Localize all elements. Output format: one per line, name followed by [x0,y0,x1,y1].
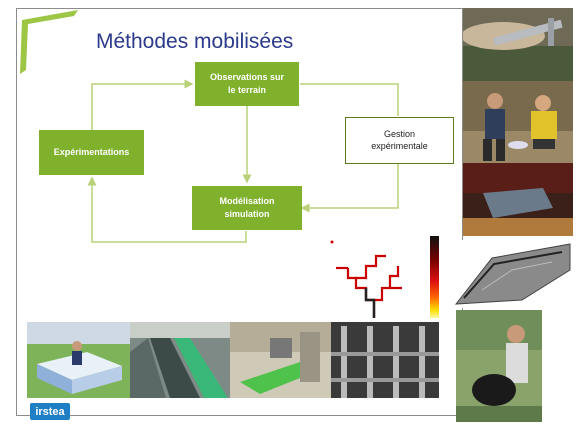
legend-colorbar [430,236,439,318]
node-observations: Observations sur le terrain [195,62,299,106]
terrain-3d-model-image [452,240,573,308]
node-experimentations-label: Expérimentations [53,146,130,157]
node-experimentations: Expérimentations [39,130,144,175]
lab-structure-photo [331,322,439,398]
field-workers-photo [463,81,573,163]
node-gestion: Gestion expérimentale [345,117,454,164]
node-gestion-label: Gestion expérimentale [371,128,428,151]
outdoor-tank-photo [27,322,130,398]
line-obs-to-gestion [300,83,399,116]
fish-on-board-photo [463,163,573,236]
slide-title: Méthodes mobilisées [96,30,294,53]
irstea-logo: irstea [30,403,70,420]
node-modelisation-label: Modélisation simulation [219,195,275,220]
woman-with-net-photo [456,310,542,422]
arrow-mod-to-exp [87,176,247,243]
node-modelisation: Modélisation simulation [192,186,302,230]
river-network-map [330,240,402,318]
arrow-exp-to-obs [91,79,194,130]
arrow-gestion-to-mod [300,163,399,213]
corner-decoration [20,10,78,74]
caliper-measurement-photo [463,8,573,81]
channel-tanks-photo [130,322,230,398]
green-flume-photo [230,322,331,398]
node-observations-label: Observations sur le terrain [209,71,285,96]
